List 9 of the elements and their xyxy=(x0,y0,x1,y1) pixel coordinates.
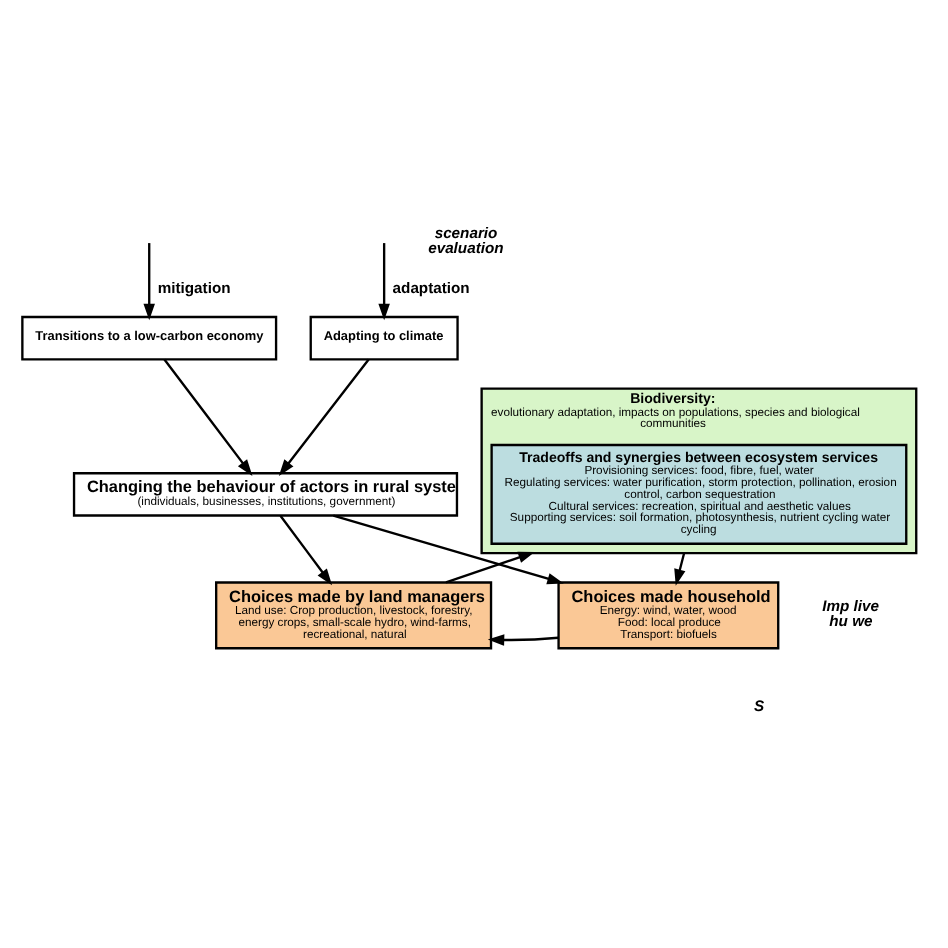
arrow xyxy=(378,242,390,320)
arrow xyxy=(143,242,155,320)
arrow xyxy=(278,357,370,475)
arrow xyxy=(487,633,559,645)
arrow xyxy=(279,513,333,585)
arrow xyxy=(445,550,535,583)
arrow xyxy=(333,513,564,584)
arrow xyxy=(674,551,686,585)
arrow xyxy=(163,357,253,475)
